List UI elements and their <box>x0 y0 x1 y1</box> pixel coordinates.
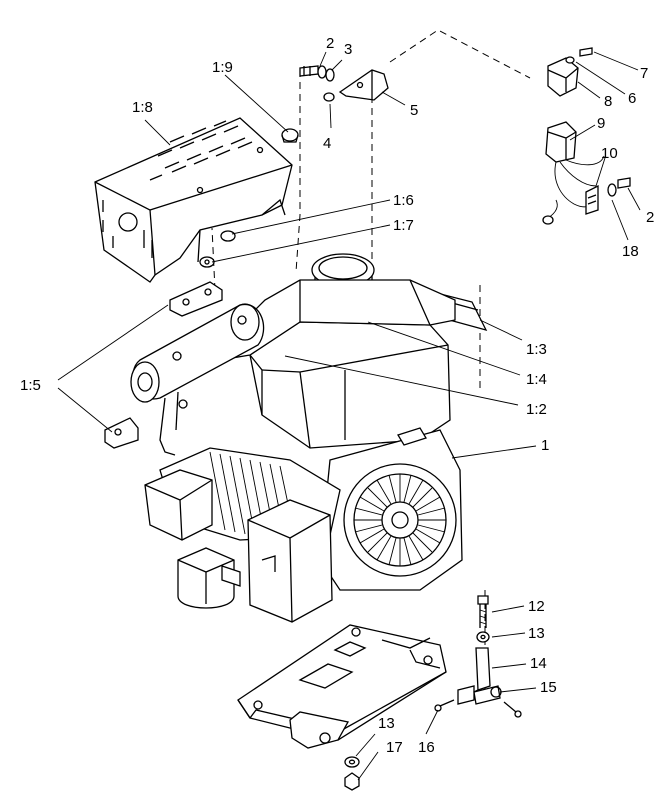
shield-screw-and-washer <box>199 230 236 268</box>
right-cylinder-cover <box>247 499 333 623</box>
bracket-assembly <box>299 65 389 102</box>
engine-base-plate <box>237 624 447 749</box>
callout-1-3: 1:3 <box>526 341 547 358</box>
callout-1-5: 1:5 <box>20 377 41 394</box>
callout-13-bottom: 13 <box>378 715 395 732</box>
callout-13-right: 13 <box>528 625 545 642</box>
callout-1-8: 1:8 <box>132 99 153 116</box>
callout-10: 10 <box>601 145 618 162</box>
callout-1-6: 1:6 <box>393 192 414 209</box>
callout-16: 16 <box>418 739 435 756</box>
base-fasteners <box>344 595 522 791</box>
callout-14: 14 <box>530 655 547 672</box>
callout-8: 8 <box>604 93 612 110</box>
engine-block <box>218 279 463 591</box>
callout-9: 9 <box>597 115 605 132</box>
muffler-heat-shield <box>94 117 293 283</box>
callout-18: 18 <box>622 243 639 260</box>
callout-1-4: 1:4 <box>526 371 547 388</box>
callout-12: 12 <box>528 598 545 615</box>
callout-2-top: 2 <box>326 35 334 52</box>
callout-1-9: 1:9 <box>212 59 233 76</box>
leader-lines <box>57 51 641 781</box>
muffler <box>104 281 265 456</box>
callout-3: 3 <box>344 41 352 58</box>
callout-15: 15 <box>540 679 557 696</box>
callout-4: 4 <box>323 135 331 152</box>
callout-5: 5 <box>410 102 418 119</box>
callout-6: 6 <box>628 90 636 107</box>
callout-1-2: 1:2 <box>526 401 547 418</box>
switch-assembly <box>542 47 631 225</box>
callout-7: 7 <box>640 65 648 82</box>
callout-17: 17 <box>386 739 403 756</box>
callout-2-right: 2 <box>646 209 654 226</box>
callout-labels: 1:9 1:8 2 3 4 5 7 6 8 9 10 2 18 1:6 1:7 … <box>20 35 654 756</box>
callout-1-7: 1:7 <box>393 217 414 234</box>
shield-plug <box>281 128 299 143</box>
oil-filter <box>177 547 241 609</box>
callout-1: 1 <box>541 437 549 454</box>
